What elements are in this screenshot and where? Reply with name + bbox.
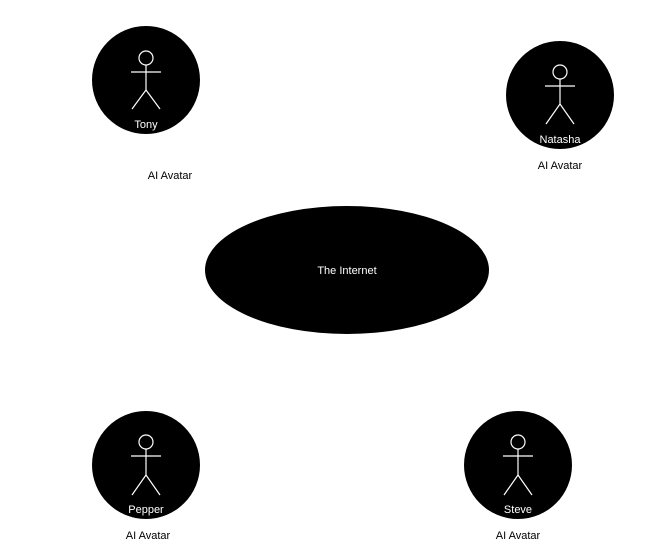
avatar-role: AI Avatar xyxy=(148,170,193,182)
avatar-node-natasha[interactable]: Natasha AI Avatar xyxy=(506,41,614,172)
internet-label: The Internet xyxy=(317,265,376,277)
avatar-node-tony[interactable]: Tony AI Avatar xyxy=(92,26,200,182)
avatar-name: Pepper xyxy=(128,504,164,516)
avatar-role: AI Avatar xyxy=(126,530,171,542)
avatar-name: Tony xyxy=(134,119,158,131)
avatar-name: Natasha xyxy=(540,134,582,146)
avatar-node-steve[interactable]: Steve AI Avatar xyxy=(464,411,572,542)
avatar-role: AI Avatar xyxy=(538,160,583,172)
person-icon xyxy=(503,434,533,496)
internet-node[interactable]: The Internet xyxy=(205,206,489,334)
person-icon xyxy=(545,64,575,125)
internet-ellipse xyxy=(205,206,489,334)
avatar-role: AI Avatar xyxy=(496,530,541,542)
person-icon xyxy=(131,50,161,110)
avatar-name: Steve xyxy=(504,504,532,516)
person-icon xyxy=(131,434,161,496)
avatar-node-pepper[interactable]: Pepper AI Avatar xyxy=(92,411,200,542)
